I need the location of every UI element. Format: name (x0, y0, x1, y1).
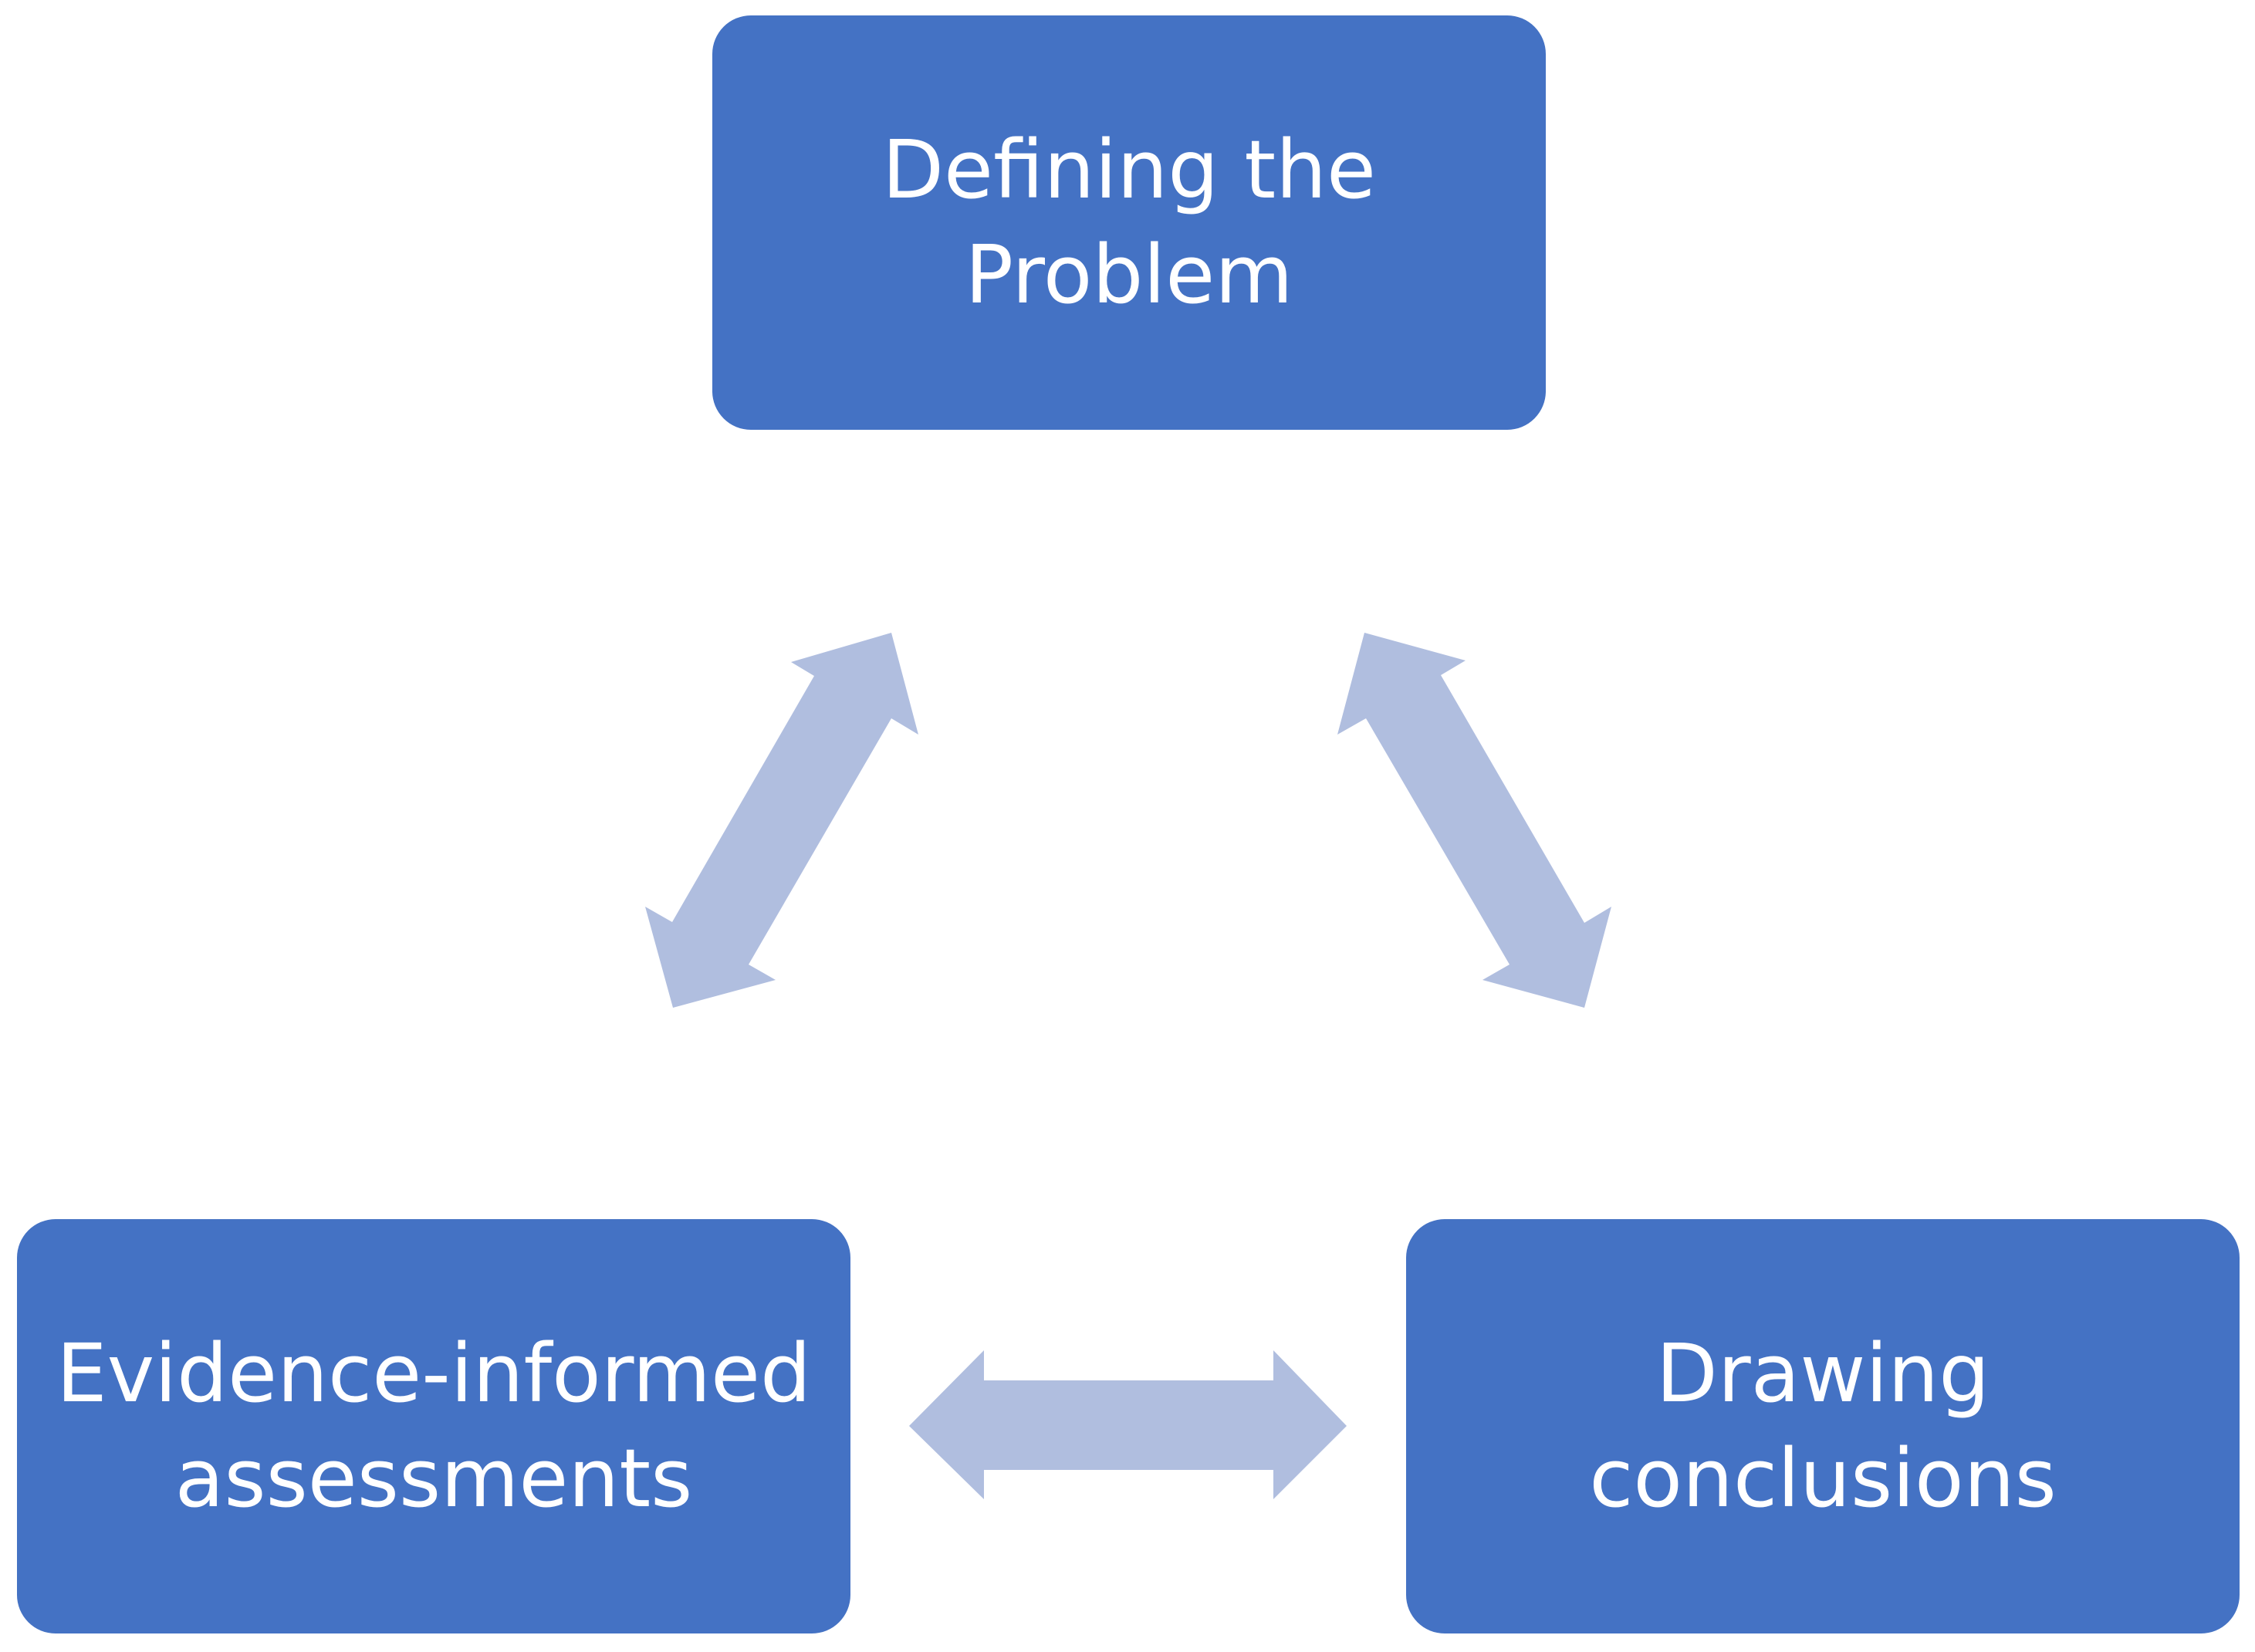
node-label-drawing-conclusions: Drawing conclusions (1589, 1326, 2057, 1525)
node-evidence-informed-assessments: Evidence-informed assessments (17, 1219, 850, 1633)
double-arrow-top-right (1337, 633, 1611, 1008)
node-drawing-conclusions: Drawing conclusions (1406, 1219, 2240, 1633)
node-defining-the-problem: Defining the Problem (712, 15, 1546, 430)
double-arrow-top-left (645, 633, 918, 1008)
node-label-defining-the-problem: Defining the Problem (881, 123, 1377, 322)
node-label-evidence-informed-assessments: Evidence-informed assessments (56, 1326, 812, 1525)
double-arrow-left-right (909, 1350, 1347, 1499)
